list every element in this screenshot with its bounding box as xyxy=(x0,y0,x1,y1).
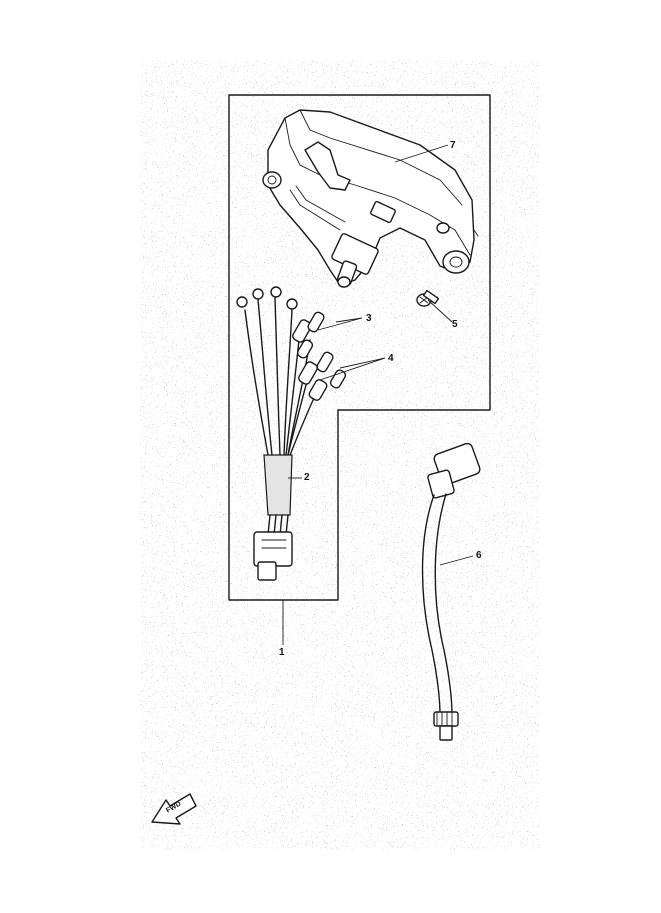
wire-harness xyxy=(236,286,347,581)
callout-7: 7 xyxy=(450,140,456,151)
leader-6 xyxy=(439,555,474,566)
leader-5 xyxy=(427,299,453,323)
callout-1: 1 xyxy=(279,647,285,658)
callout-6: 6 xyxy=(476,550,482,561)
meter-housing xyxy=(262,109,479,288)
assembly-frame xyxy=(228,94,491,601)
leader-7 xyxy=(394,144,449,163)
leader-3 xyxy=(317,317,363,331)
forward-arrow-icon xyxy=(151,793,197,825)
screw xyxy=(416,289,440,307)
callout-2: 2 xyxy=(304,472,310,483)
callout-3: 3 xyxy=(366,313,372,324)
meter-cable xyxy=(421,442,481,741)
leader-4 xyxy=(319,357,386,381)
callout-5: 5 xyxy=(452,319,458,330)
callout-4: 4 xyxy=(388,353,394,364)
